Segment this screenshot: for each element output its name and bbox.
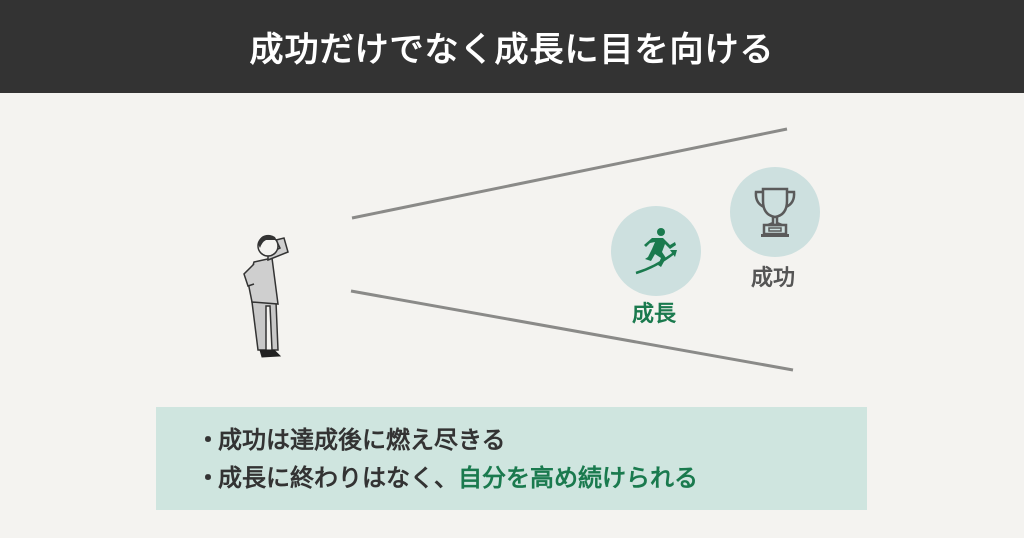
runner-uphill-arrow-icon	[635, 228, 677, 275]
summary-box: ・成功は達成後に燃え尽きる ・成長に終わりはなく、自分を高め続けられる	[156, 407, 867, 510]
summary-item-1: ・成功は達成後に燃え尽きる	[196, 421, 867, 459]
success-circle	[730, 167, 820, 257]
summary-item-highlight: 自分を高め続けられる	[458, 464, 698, 492]
header-bar: 成功だけでなく成長に目を向ける	[0, 0, 1024, 93]
lower-vision-line	[350, 289, 794, 372]
page-title: 成功だけでなく成長に目を向ける	[249, 30, 775, 70]
summary-item-text: 成長に終わりはなく、	[218, 464, 458, 492]
summary-item-2: ・成長に終わりはなく、自分を高め続けられる	[196, 459, 867, 497]
bullet: ・	[196, 464, 220, 492]
growth-circle	[611, 206, 701, 296]
bullet: ・	[196, 426, 220, 454]
person-shading-eyes-icon	[236, 232, 296, 362]
upper-vision-line	[351, 127, 788, 220]
trophy-icon	[754, 187, 796, 237]
summary-item-text: 成功は達成後に燃え尽きる	[218, 426, 506, 454]
growth-label: 成長	[632, 302, 677, 327]
success-label: 成功	[751, 266, 796, 291]
